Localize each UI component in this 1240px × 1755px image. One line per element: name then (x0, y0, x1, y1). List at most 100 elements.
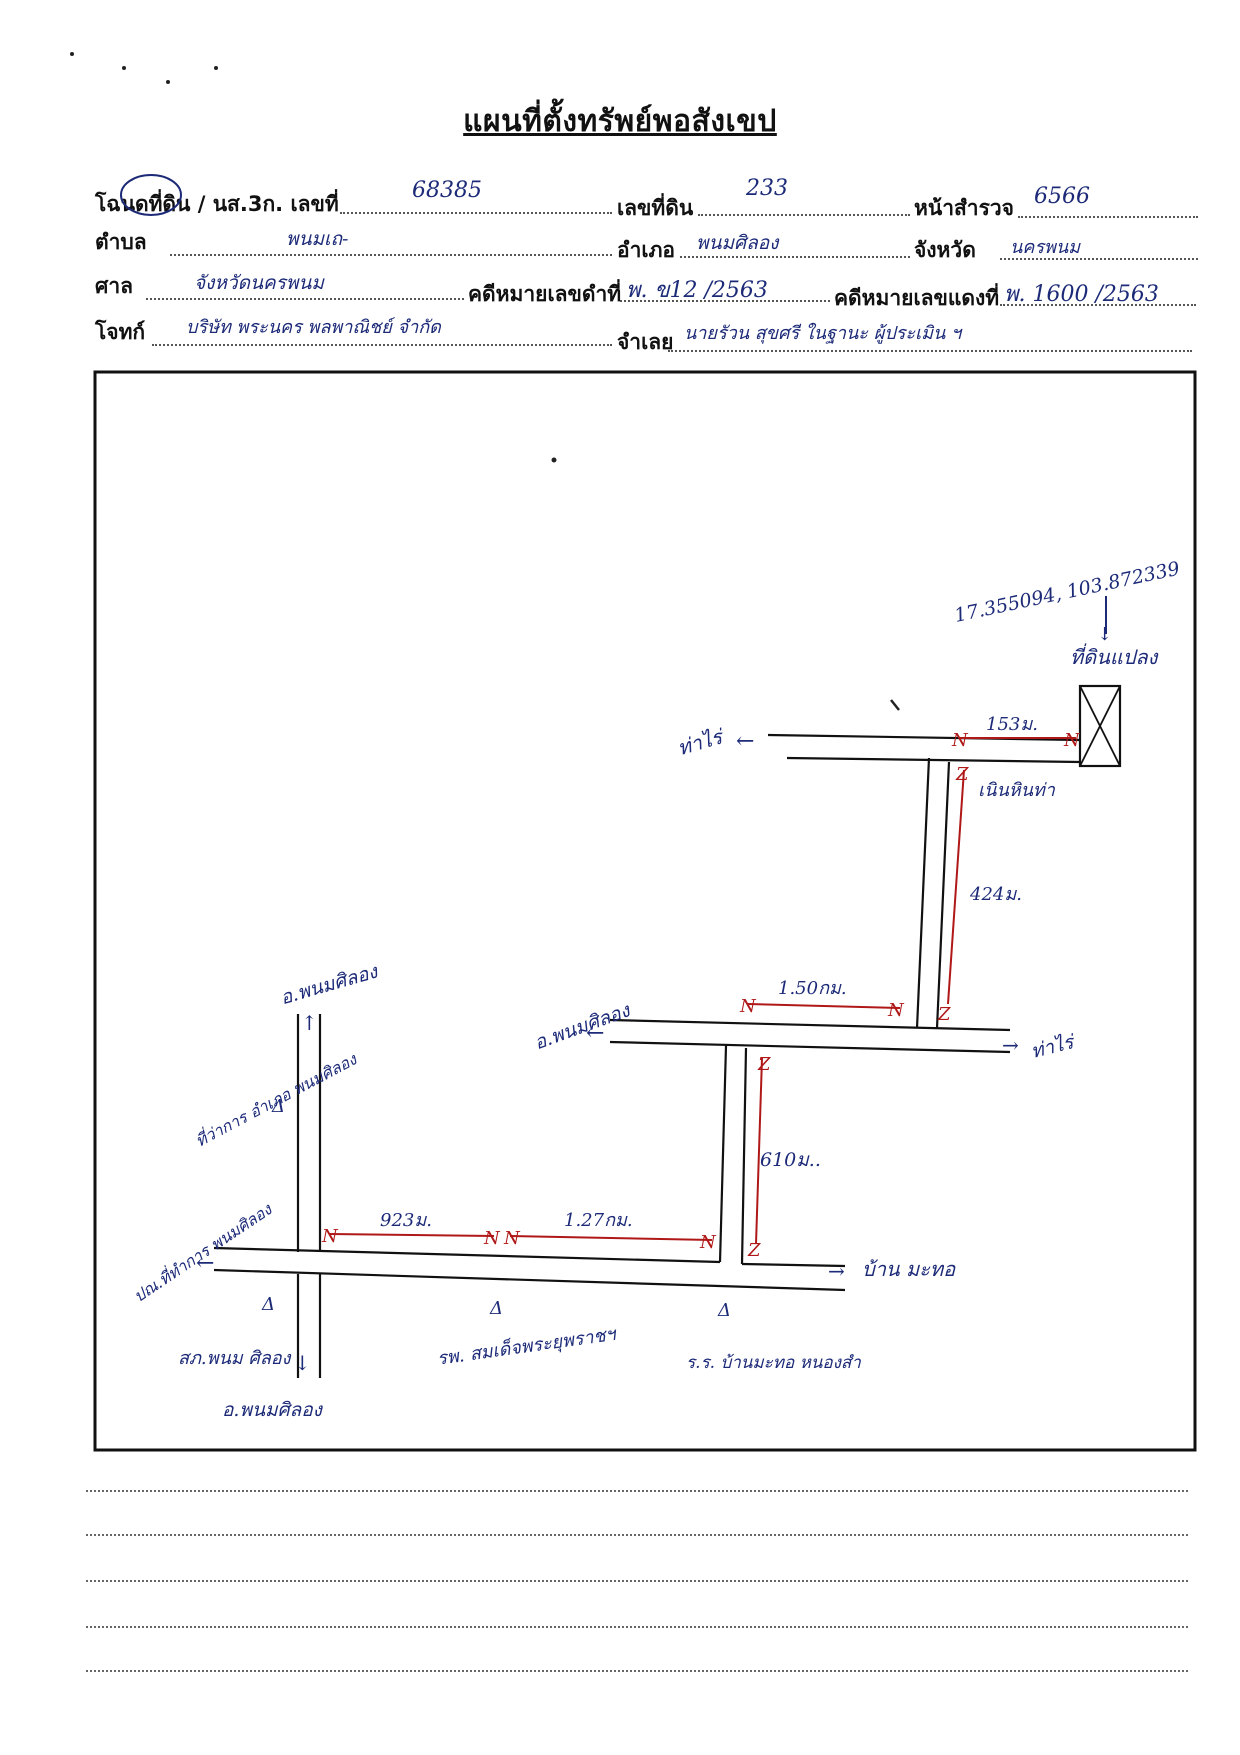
district: พนมศิลอง (696, 232, 779, 254)
measure-610 (755, 1057, 763, 1245)
dist-150: 1.50กม. (778, 978, 847, 999)
arrow-left-mid: ← (586, 1021, 604, 1046)
map-frame (93, 370, 1197, 1452)
to-phon-mid: อ.พนมศิลอง (531, 999, 634, 1054)
subdistrict: พนมเถ- (286, 228, 349, 250)
subdistrict-line (170, 254, 612, 256)
landmark-triangle: Δ (489, 1298, 503, 1319)
to-phon-bottom: อ.พนมศิลอง (222, 1399, 324, 1421)
road-top (767, 733, 1081, 764)
dist-424: 424ม. (969, 884, 1022, 905)
mark-n: N (887, 1000, 905, 1021)
red-case-label: คดีหมายเลขแดงที่ (834, 286, 1000, 310)
hospital-label: รพ. สมเด็จพระยุพราชฯ (436, 1323, 619, 1370)
mark-n: N (951, 730, 969, 751)
dist-127: 1.27กม. (564, 1210, 633, 1231)
mark-n: N (739, 996, 757, 1017)
court: จังหวัดนครพนม (194, 272, 324, 294)
property-label: ที่ดินแปลง (1070, 643, 1159, 669)
arrow-down-left: ↓ (294, 1351, 311, 1375)
measure-424 (947, 769, 965, 1005)
police-label: สภ.พนม ศิลอง (178, 1348, 292, 1369)
red-case-line (1000, 304, 1196, 306)
mark-n: N (503, 1228, 521, 1249)
plaintiff-label: โจทก์ (95, 320, 146, 344)
land-no: 233 (746, 176, 788, 201)
arrow-up-left: ↑ (301, 1011, 318, 1035)
mark-n: N (1063, 730, 1081, 751)
defendant: นายรัวน สุขศรี ในฐานะ ผู้ประเมิน ฯ (684, 323, 962, 344)
plaintiff-line (152, 344, 612, 346)
note-line (86, 1670, 1188, 1672)
province: นครพนม (1010, 237, 1081, 258)
measure-150 (747, 1003, 901, 1009)
black-case: พ. ข12 /2563 (626, 278, 768, 303)
black-case-line (620, 300, 830, 302)
district-label: อำเภอ (617, 238, 676, 262)
arrow-right-mid: → (1002, 1033, 1019, 1057)
pen-mark (890, 699, 900, 711)
to-tapi-top: ท่าไร่ (675, 724, 728, 760)
mark-z: Z (747, 1240, 761, 1261)
speck (551, 457, 557, 463)
arrow-left-bottom: ← (196, 1251, 214, 1276)
province-line (1000, 258, 1198, 260)
speck (166, 80, 170, 84)
black-case-label: คดีหมายเลขดำที่ (468, 282, 622, 306)
road-vertical-left (296, 1014, 322, 1378)
dist-923: 923ม. (380, 1210, 432, 1231)
road-vertical-right (915, 757, 951, 1029)
landmark-triangle: Δ (271, 1096, 285, 1117)
gps-coordinates: 17.355094, 103.872339 (952, 558, 1181, 627)
to-ban-matao: บ้าน มะทอ (862, 1257, 956, 1281)
district-line (680, 256, 910, 258)
note-line (86, 1534, 1188, 1536)
deed-number: 68385 (412, 178, 482, 203)
landmark-triangle: Δ (717, 1300, 731, 1321)
arrow-left-top: ← (736, 729, 754, 754)
subdistrict-label: ตำบล (95, 230, 147, 254)
measure-127 (509, 1235, 713, 1241)
court-label: ศาล (95, 274, 133, 298)
defendant-line (668, 350, 1192, 352)
post-office-label: ปณ.ที่ทำการ พนมศิลอง (129, 1197, 276, 1306)
mark-n: N (321, 1226, 339, 1247)
mark-z: Z (955, 764, 969, 785)
mark-n: N (483, 1228, 501, 1249)
red-case: พ. 1600 /2563 (1004, 282, 1159, 307)
school-label: ร.ร. บ้านมะทอ หนองสำ (686, 1353, 861, 1373)
property-cross (1079, 685, 1121, 767)
mark-n: N (699, 1232, 717, 1253)
land-no-label: เลขที่ดิน (617, 196, 694, 220)
to-phon-top: อ.พนมศิลอง (278, 960, 382, 1009)
survey-page-label: หน้าสำรวจ (914, 196, 1014, 220)
dist-610: 610ม.. (760, 1149, 821, 1171)
plaintiff: บริษัท พระนคร พลพาณิชย์ จำกัด (186, 317, 441, 338)
deed-number-line (340, 212, 612, 214)
speck (70, 52, 74, 56)
court-line (146, 298, 464, 300)
land-label: เนินหินท่า (978, 780, 1056, 801)
property-plot (1078, 684, 1122, 768)
arrow-right-bottom: → (828, 1259, 845, 1283)
mark-z: Z (757, 1054, 771, 1075)
measure-923 (329, 1233, 495, 1237)
page-title: แผนที่ตั้งทรัพย์พอสังเขป (463, 104, 777, 139)
survey-page-line (1018, 216, 1198, 218)
speck (122, 66, 126, 70)
road-middle (609, 1018, 1011, 1054)
note-line (86, 1626, 1188, 1628)
province-label: จังหวัด (914, 238, 976, 262)
dist-153: 153ม. (986, 714, 1038, 735)
survey-page: 6566 (1034, 184, 1090, 209)
title-circle (120, 174, 182, 216)
road-vertical-middle (718, 1045, 748, 1265)
speck (214, 66, 218, 70)
gps-arrow-head: ↓ (1097, 624, 1112, 645)
note-line (86, 1490, 1188, 1492)
mark-z: Z (937, 1004, 951, 1025)
note-line (86, 1580, 1188, 1582)
landmark-triangle: Δ (261, 1294, 275, 1315)
defendant-label: จำเลย (617, 330, 674, 354)
